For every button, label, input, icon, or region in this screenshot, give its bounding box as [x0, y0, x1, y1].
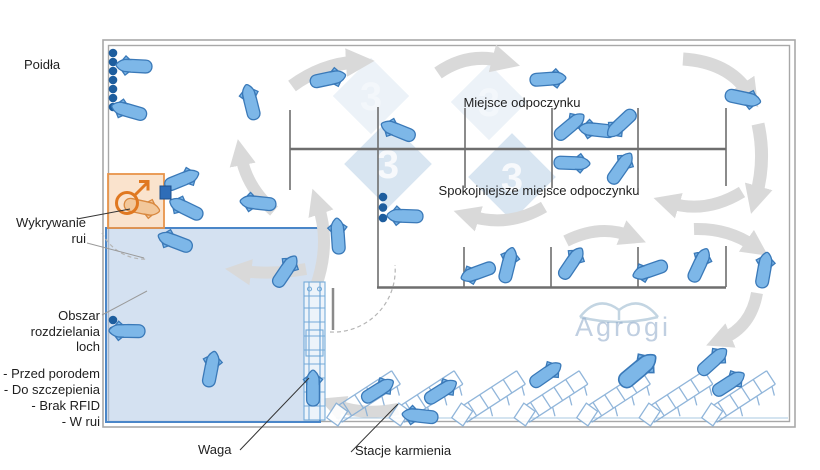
pig — [553, 152, 591, 174]
scale-gate-swing-arc — [329, 264, 396, 333]
separation-reason-item: - Do szczepienia — [3, 382, 100, 397]
heat-detection-label: Wykrywanie rui — [0, 215, 86, 246]
drinker-dot — [378, 192, 388, 202]
watermark-diamond-glyph: 3 — [377, 143, 399, 187]
heat-detection-label-line1: Wykrywanie — [16, 215, 86, 230]
male-symbol-icon — [115, 180, 150, 215]
drinkers-label: Poidła — [24, 57, 61, 72]
agrogi-watermark-logo — [579, 302, 659, 324]
drinker-dot — [108, 315, 118, 325]
pig — [356, 372, 399, 409]
pig — [236, 81, 266, 123]
separation-reason-item: - Przed porodem — [3, 366, 100, 381]
drinker-dot — [108, 84, 118, 94]
pig — [386, 205, 424, 227]
drinker-dot — [378, 213, 388, 223]
scale-leader — [239, 377, 310, 451]
watermark-diamond-glyph: 3 — [478, 81, 500, 125]
flow-arrow — [224, 259, 308, 286]
heat-detection-leader-2 — [86, 242, 145, 259]
pig — [528, 67, 568, 91]
separation-reason-item: - W rui — [61, 414, 100, 429]
heat-detection-label-line2: rui — [71, 230, 86, 246]
drinker-dot — [108, 48, 118, 58]
watermark-diamond-glyph: 3 — [501, 156, 523, 200]
flow-arrow — [434, 44, 520, 79]
separation-reason-item: - Brak RFID — [31, 398, 100, 413]
resting-area-label: Miejsce odpoczynku — [463, 95, 581, 110]
drinker-dot — [108, 93, 118, 103]
drinker-dot — [378, 203, 388, 212]
feeding-station — [634, 367, 719, 436]
watermark-diamond-glyph: 3 — [360, 75, 382, 119]
pig — [552, 242, 591, 285]
drinker-dot — [108, 75, 118, 85]
flow-arrow — [682, 52, 759, 108]
drinker-dot — [108, 57, 118, 67]
leader-lines — [76, 208, 399, 453]
feeding-station — [572, 367, 656, 436]
feeding-stations-label: Stacje karmienia — [355, 443, 452, 458]
quiet-resting-area-label: Spokojniejsze miejsce odpoczynku — [438, 183, 640, 198]
separation-label-line3: loch — [76, 339, 100, 354]
separation-leader — [101, 290, 148, 316]
pig — [612, 345, 664, 395]
pig — [493, 244, 523, 286]
feeding-stations-leader — [350, 403, 399, 453]
pig — [400, 403, 440, 428]
pig — [629, 254, 671, 286]
separation-label-line1: Obszar — [58, 308, 100, 323]
pig — [524, 355, 567, 394]
pig — [165, 191, 208, 226]
resting-pen-rails — [289, 107, 727, 289]
separation-label-line2: rozdzielania — [30, 323, 100, 339]
detection-gate — [159, 185, 172, 200]
flow-arrow — [288, 48, 375, 92]
pig — [750, 250, 778, 291]
separation-area-label: Obszar rozdzielania loch — [0, 308, 100, 355]
agrogi-watermark-text: Agrogi — [575, 312, 672, 342]
scale-label: Waga — [198, 442, 232, 457]
flow-arrow — [653, 186, 746, 219]
flow-arrow — [744, 122, 773, 214]
flow-arrow — [308, 188, 334, 288]
flow-arrow — [563, 220, 646, 247]
pig — [682, 244, 717, 287]
separation-reasons-list: - Przed porodem - Do szczepienia - Brak … — [0, 366, 100, 430]
pig — [114, 54, 154, 78]
heat-detection-leader — [76, 208, 131, 220]
drinker-dot — [108, 66, 118, 76]
boar-pen-gate-swing-arc — [101, 232, 149, 260]
feeding-station — [447, 367, 531, 436]
pig — [326, 216, 350, 256]
flow-arrow — [453, 201, 548, 232]
flow-arrow — [693, 222, 769, 256]
flow-arrow — [706, 291, 763, 348]
